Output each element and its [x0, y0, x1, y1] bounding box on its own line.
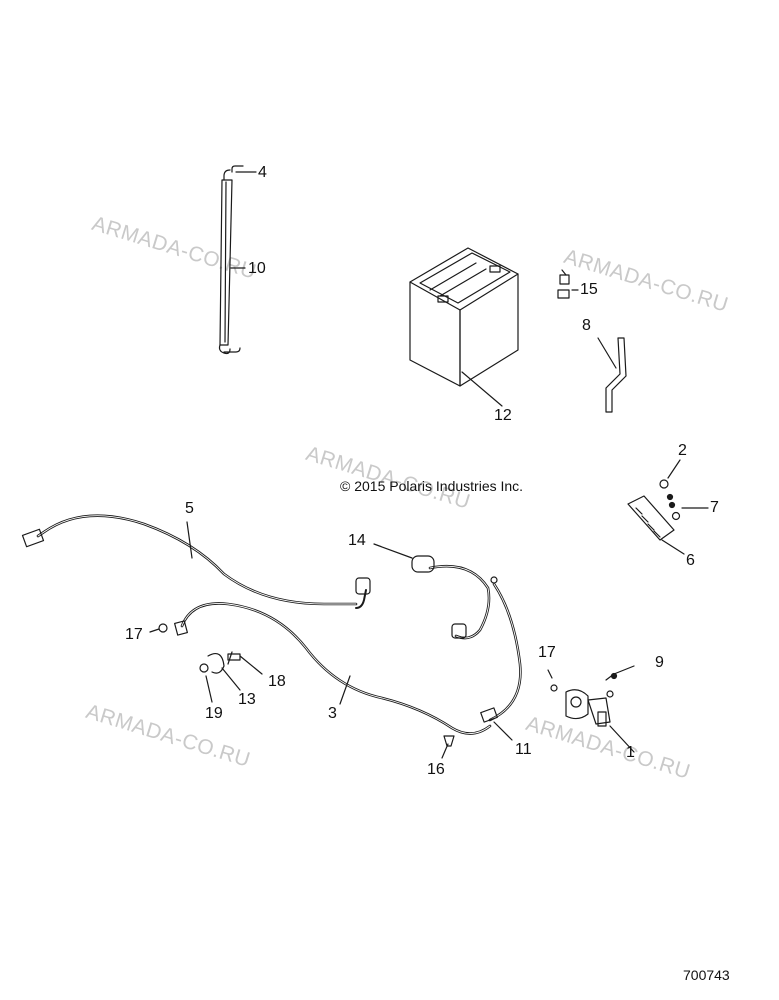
callout-4: 4 — [258, 164, 267, 181]
bracket — [597, 337, 627, 413]
diagram-number: 700743 — [683, 967, 730, 983]
nut — [149, 623, 168, 633]
battery-terminal-bolts — [557, 269, 579, 299]
battery — [409, 247, 519, 407]
callout-16: 15 — [580, 281, 598, 298]
fuse-block — [627, 459, 709, 555]
callout-8: 8 — [582, 317, 591, 334]
positive-cable — [174, 602, 492, 735]
callout-7: 7 — [710, 499, 719, 516]
callout-17-left: 17 — [125, 626, 143, 643]
callout-3: 3 — [328, 705, 337, 722]
callout-13: 13 — [238, 691, 256, 708]
callout-5: 5 — [185, 500, 194, 517]
cable-clamp — [199, 651, 263, 703]
callout-11: 11 — [515, 741, 532, 758]
bolt — [441, 735, 455, 759]
callout-17-right: 17 — [538, 644, 556, 661]
callout-14: 14 — [348, 532, 366, 549]
battery-strap — [218, 165, 257, 355]
callout-19: 19 — [205, 705, 223, 722]
callout-6: 6 — [686, 552, 695, 569]
copyright-notice: © 2015 Polaris Industries Inc. — [340, 478, 524, 494]
callout-15: 16 — [427, 761, 445, 778]
battery-cable — [373, 543, 522, 741]
callout-1: 1 — [626, 744, 635, 761]
callout-12: 12 — [494, 407, 512, 424]
starter-solenoid — [547, 665, 635, 753]
callout-2: 2 — [678, 442, 687, 459]
callout-9: 9 — [655, 654, 664, 671]
callout-18: 18 — [268, 673, 286, 690]
callout-10: 10 — [248, 260, 266, 277]
negative-cable — [21, 514, 371, 609]
